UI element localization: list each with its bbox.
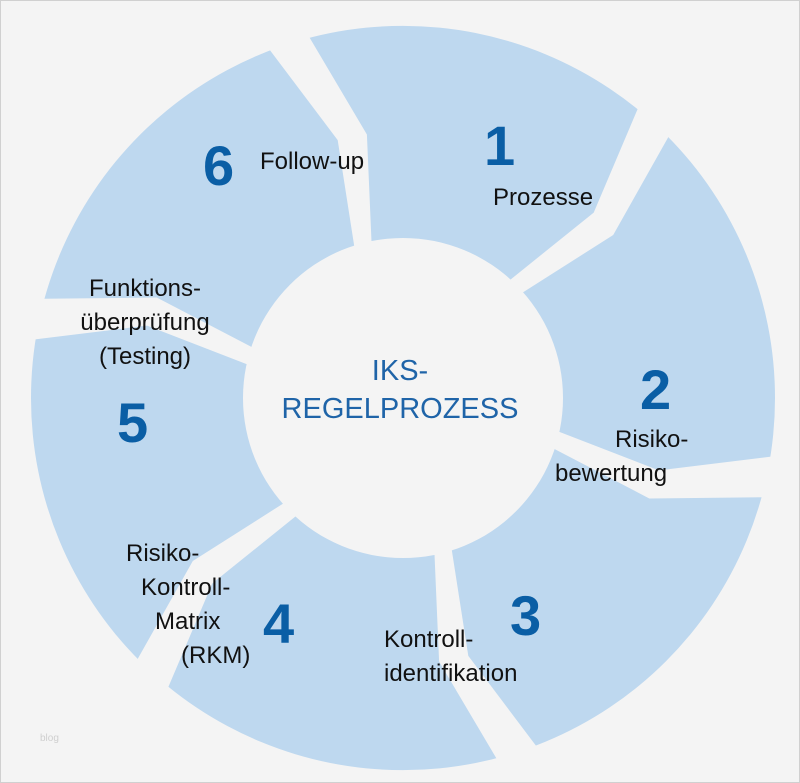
step-2-label: Risiko- bewertung [555,423,705,491]
step-4-label-line: Kontroll- [141,574,231,601]
step-1-number: 1 [484,114,516,177]
step-6-number: 6 [203,134,235,197]
cycle-segment-step-5 [30,325,335,713]
step-4-label-line: Matrix [155,608,221,635]
step-4-label-line: Risiko- [126,540,200,567]
step-5-label-line: Funktions- [88,275,202,302]
cycle-segment-step-4 [144,478,528,771]
center-title-line2: REGELPROZESS [281,393,519,425]
step-5-label-line: (Testing) [98,343,192,370]
step-2-number: 2 [640,358,672,421]
cycle-segment-step-3 [442,420,776,771]
center-title: IKS- REGELPROZESS [250,352,550,428]
step-1-label-line: Prozesse [493,184,594,211]
step-4-label-line: (RKM) [181,642,251,669]
step-5-label: Funktions- überprüfung (Testing) [60,272,230,374]
step-3-label: Kontroll- identifikation [384,623,517,691]
step-5-number: 5 [117,391,149,454]
step-2-label-line: bewertung [555,460,668,487]
step-4-number: 4 [263,592,295,655]
step-3-number: 3 [510,584,542,647]
step-3-label-line: Kontroll- [384,626,474,653]
step-3-label-line: identifikation [384,660,518,687]
step-6-label-line: Follow-up [260,148,365,175]
cycle-segment-step-1 [278,25,662,318]
center-title-line1: IKS- [371,355,429,387]
step-1-label: Prozesse [493,181,593,215]
cycle-segment-step-6 [30,25,364,376]
watermark: blog [40,733,59,744]
step-2-label-line: Risiko- [615,426,689,453]
step-5-label-line: überprüfung [80,309,210,336]
step-6-label: Follow-up [260,145,364,179]
cycle-segment-step-2 [471,83,776,471]
step-4-label: Risiko- Kontroll- Matrix (RKM) [120,537,270,673]
